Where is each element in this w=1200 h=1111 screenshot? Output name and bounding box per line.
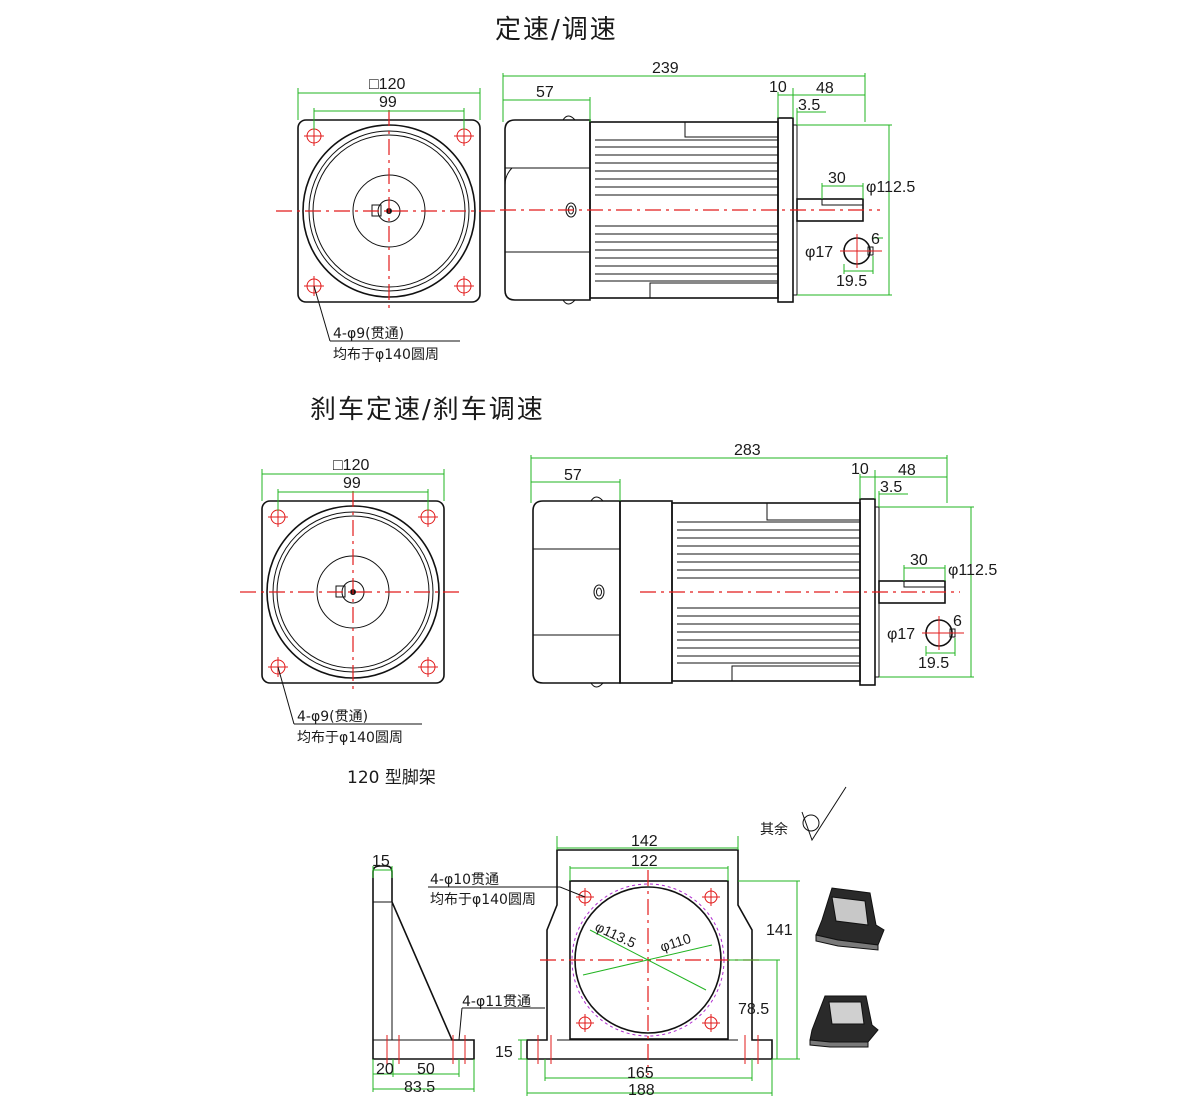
- bk-center-height-label: 78.5: [738, 1001, 769, 1018]
- bk-width-outer-label: 142: [631, 833, 658, 850]
- bk-dia-a-label: φ113.5: [593, 918, 639, 951]
- m2-flange-label: 10: [851, 461, 869, 478]
- m2-length-label: 283: [734, 442, 761, 459]
- m1-spigot-dia-label: φ112.5: [866, 179, 915, 196]
- motor2-side-view: 283 57 10 48 3.5 30 φ112.5 φ17 6 19.5: [530, 442, 997, 688]
- motor1-front-view: □120 99 4-φ9(贯通) 均布于φ140圆周: [276, 76, 500, 363]
- m1-step-label: 3.5: [798, 97, 820, 114]
- bk-base-a-label: 20: [376, 1061, 394, 1078]
- m1-hole-note-2: 均布于φ140圆周: [333, 347, 439, 363]
- bk-base-thick-label: 15: [495, 1044, 513, 1061]
- bk-base-width-label: 188: [628, 1082, 655, 1099]
- m2-key-len-label: 30: [910, 552, 928, 569]
- m1-shaft-len-label: 48: [816, 80, 834, 97]
- roughness-label: 其余: [760, 821, 788, 838]
- surface-roughness-symbol: 其余: [760, 786, 847, 842]
- m2-step-label: 3.5: [880, 479, 902, 496]
- m1-bolt-spacing-label: 99: [379, 94, 397, 111]
- m2-shaft-dia-label: φ17: [887, 626, 915, 643]
- motor2-front-view: □120 99 4-φ9(贯通) 均布于φ140圆周: [240, 457, 464, 746]
- m2-square-label: □120: [333, 457, 369, 474]
- m2-key-w-label: 6: [953, 613, 962, 630]
- title-bracket: 120 型脚架: [347, 768, 436, 788]
- title-motor1: 定速/调速: [495, 15, 618, 45]
- bracket-3d-view-top: [815, 887, 885, 951]
- m1-key-w-label: 6: [871, 231, 880, 248]
- m2-spigot-dia-label: φ112.5: [948, 562, 997, 579]
- m2-hole-note-1: 4-φ9(贯通): [297, 709, 368, 725]
- bk-side-hole-note: 4-φ11贯通: [462, 994, 531, 1010]
- bk-base-b-label: 50: [417, 1061, 435, 1078]
- bracket-front-view: 142 122 141 78.5 15 165 188 φ113.5 φ110 …: [428, 833, 800, 1099]
- bk-width-inner-label: 122: [631, 853, 658, 870]
- bk-height-label: 141: [766, 922, 793, 939]
- m2-back-len-label: 57: [564, 467, 582, 484]
- m1-hole-note-1: 4-φ9(贯通): [333, 326, 404, 342]
- bk-thickness-label: 15: [372, 853, 390, 870]
- bracket-side-view: 15 20 50 83.5 4-φ11贯通: [372, 853, 545, 1096]
- bk-base-total-label: 83.5: [404, 1079, 435, 1096]
- m1-flange-label: 10: [769, 79, 787, 96]
- bk-front-hole-note-1: 4-φ10贯通: [430, 872, 499, 888]
- m1-length-label: 239: [652, 60, 679, 77]
- m1-square-label: □120: [369, 76, 405, 93]
- title-motor2: 刹车定速/刹车调速: [310, 395, 545, 425]
- m1-key-h-label: 19.5: [836, 273, 867, 290]
- motor1-side-view: 239 57 10 48 3.5 30 φ112.5 φ17 6 19.5: [500, 60, 915, 305]
- m1-back-len-label: 57: [536, 84, 554, 101]
- bracket-3d-view-bottom: [809, 995, 879, 1048]
- m2-hole-note-2: 均布于φ140圆周: [297, 730, 403, 746]
- m2-bolt-spacing-label: 99: [343, 475, 361, 492]
- m1-shaft-dia-label: φ17: [805, 244, 833, 261]
- m2-shaft-len-label: 48: [898, 462, 916, 479]
- m1-key-len-label: 30: [828, 170, 846, 187]
- m2-key-h-label: 19.5: [918, 655, 949, 672]
- bk-hole-span-label: 165: [627, 1065, 654, 1082]
- bk-front-hole-note-2: 均布于φ140圆周: [430, 892, 536, 908]
